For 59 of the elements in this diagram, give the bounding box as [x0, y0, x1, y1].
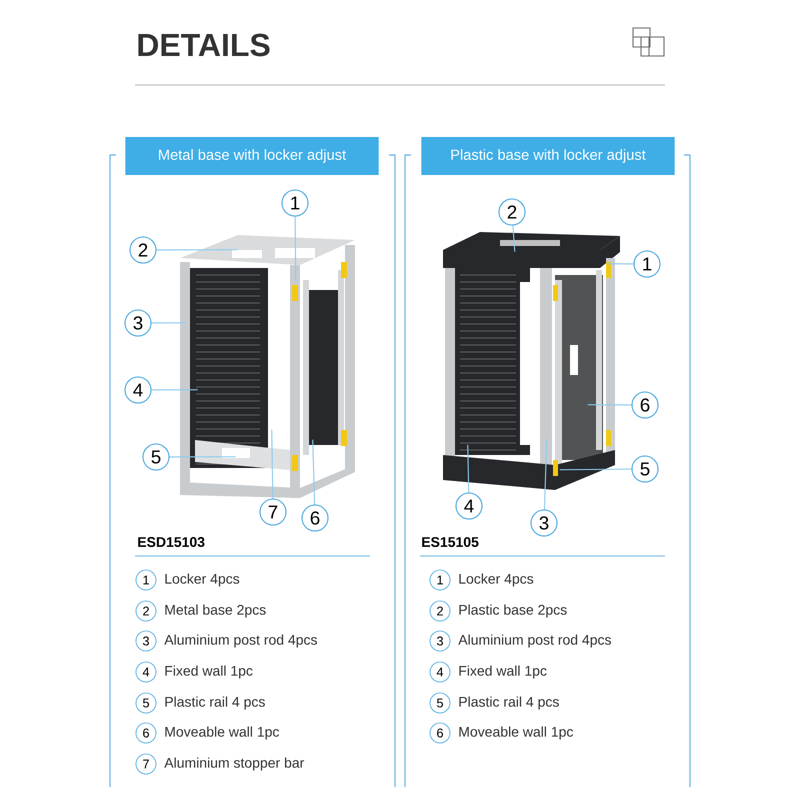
leader-line — [606, 263, 634, 264]
list-number: 2 — [430, 600, 450, 622]
callout-number: 6 — [631, 391, 659, 419]
list-item-text: Moveable wall 1pc — [165, 726, 280, 740]
list-number: 1 — [136, 570, 156, 590]
callout-number: 3 — [124, 309, 152, 337]
model-number: ESD15103 — [138, 537, 204, 547]
callout-number: 4 — [124, 376, 152, 404]
callout-number: 5 — [631, 455, 659, 483]
list-number: 7 — [136, 754, 156, 774]
callout-number: 4 — [455, 492, 483, 520]
leader-line — [560, 468, 632, 470]
leader-line — [152, 389, 198, 390]
list-item-text: Locker 4pcs — [165, 573, 240, 587]
page-title: DETAILS — [138, 34, 270, 56]
list-number: 6 — [136, 722, 156, 744]
callout-number: 2 — [498, 198, 526, 226]
list-item-text: Aluminium post rod 4pcs — [458, 634, 611, 648]
leader-line — [512, 225, 516, 252]
callout-number: 2 — [129, 236, 157, 264]
leader-line — [152, 322, 186, 324]
header-bar: Metal base with locker adjust — [125, 137, 379, 175]
list-item-text: Aluminium stopper bar — [164, 758, 304, 771]
callout-number: 1 — [633, 250, 661, 278]
leader-line — [156, 249, 238, 250]
callout-number: 5 — [142, 443, 170, 471]
list-item-text: Plastic rail 4 pcs — [459, 696, 559, 710]
leader-line — [312, 440, 316, 504]
leader-line — [170, 456, 236, 458]
list-item-text: Fixed wall 1pc — [459, 665, 547, 679]
list-item-text: Aluminium post rod 4pcs — [164, 634, 317, 648]
list-item-text: Moveable wall 1pc — [459, 726, 574, 740]
callout-number: 3 — [530, 509, 558, 537]
list-number: 5 — [136, 692, 156, 714]
list-item-text: Locker 4pcs — [459, 573, 534, 587]
leader-line — [588, 404, 632, 406]
leader-line — [271, 430, 274, 498]
model-number: ES15105 — [422, 537, 478, 547]
leader-line — [544, 440, 548, 510]
list-number: 3 — [430, 630, 450, 652]
list-number: 5 — [430, 692, 450, 714]
rack-drawing — [180, 235, 355, 498]
list-item-text: Metal base 2pcs — [165, 604, 266, 618]
list-number: 2 — [136, 600, 156, 622]
callout-number: 6 — [301, 504, 329, 532]
list-item-text: Plastic rail 4 pcs — [165, 696, 265, 710]
list-number: 4 — [430, 662, 450, 682]
header-bar: Plastic base with locker adjust — [421, 137, 675, 175]
leader-line — [467, 444, 470, 492]
list-number: 4 — [136, 662, 156, 682]
list-number: 1 — [430, 570, 450, 590]
leader-line — [294, 216, 296, 282]
list-item-text: Fixed wall 1pc — [165, 665, 253, 679]
callout-number: 1 — [281, 189, 309, 217]
list-item-text: Plastic base 2pcs — [459, 604, 567, 618]
list-number: 6 — [430, 722, 450, 744]
list-number: 3 — [136, 630, 156, 652]
callout-number: 7 — [259, 498, 287, 526]
rack-drawing — [443, 232, 620, 490]
